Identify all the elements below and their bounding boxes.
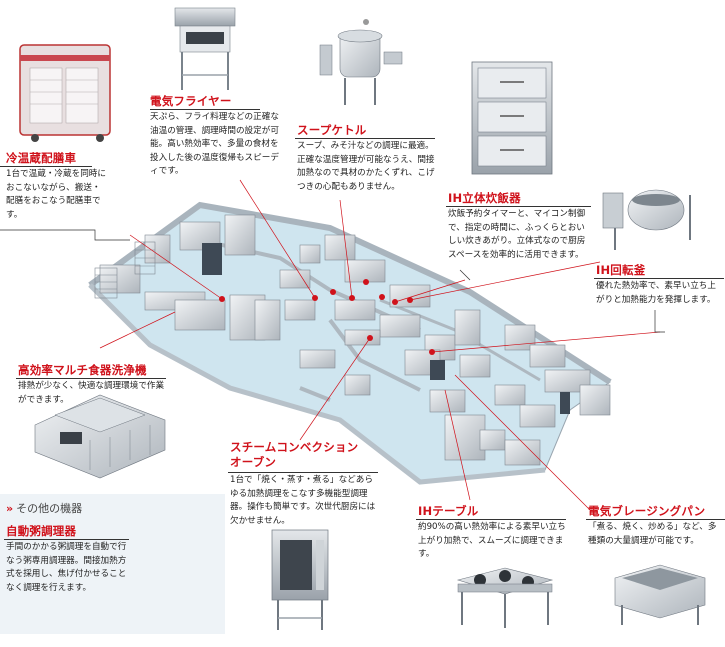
- dishwasher-underline: [16, 378, 166, 379]
- braising-pan-underline: [586, 519, 725, 520]
- fryer-title: 電気フライヤー: [150, 94, 232, 108]
- soup-kettle-desc: スープ、みそ汁などの調理に最適。正確な温度管理が可能なうえ、間接加熱なので具材の…: [297, 141, 435, 192]
- fryer-photo: [174, 7, 236, 90]
- dishwasher-title: 高効率マルチ食器洗浄機: [18, 363, 147, 377]
- rice-cooker-title: IH立体炊飯器: [448, 191, 521, 205]
- rotary-kettle-photo: [602, 189, 691, 250]
- arrow-right-icon: »: [6, 502, 14, 515]
- ih-table-desc: 約90%の高い熱効率による素早い立ち上がり加熱で、スムーズに調理できます。: [418, 522, 566, 559]
- warming-cart-desc: 1台で温蔵・冷蔵を同時におこないながら、搬送・配膳をおこなう配膳車です。: [6, 169, 106, 220]
- warming-cart-photo: [19, 44, 111, 142]
- porridge-cooker-underline: [4, 539, 129, 540]
- braising-pan-desc: 「煮る、焼く、炒める」など、多種類の大量調理が可能です。: [588, 522, 717, 546]
- combi-oven-underline: [228, 472, 378, 473]
- soup-kettle-photo: [319, 19, 403, 105]
- porridge-cooker-title: 自動粥調理器: [6, 524, 77, 538]
- other-equipment-heading: »その他の機器: [6, 500, 82, 516]
- rotary-kettle-underline: [594, 278, 724, 279]
- rice-cooker-photo: [471, 61, 553, 175]
- rice-cooker-desc: 炊飯予約タイマーと、マイコン制御で、指定の時間に、ふっくらとおいしい炊きあがり。…: [448, 209, 586, 260]
- dishwasher-desc: 排熱が少なく、快適な調理環境で作業ができます。: [18, 381, 165, 405]
- porridge-cooker-desc: 手間のかかる粥調理を自動で行なう粥専用調理器。間接加熱方式を採用し、焦げ付かせる…: [6, 542, 127, 593]
- dishwasher-photo: [34, 394, 166, 479]
- fryer-desc: 天ぷら、フライ料理などの正確な油温の管理、調理時間の設定が可能。高い熱効率で、多…: [150, 112, 279, 176]
- soup-kettle-underline: [295, 138, 435, 139]
- braising-pan-photo: [614, 564, 706, 625]
- combi-oven-title: スチームコンベクションオーブン: [230, 440, 359, 469]
- other-equipment-panel: [0, 494, 225, 634]
- warming-cart-underline: [0, 166, 92, 167]
- braising-pan-title: 電気ブレージングパン: [588, 504, 706, 518]
- ih-table-photo: [456, 567, 554, 628]
- ih-table-underline: [416, 519, 566, 520]
- other-heading-text: その他の機器: [16, 502, 83, 515]
- rotary-kettle-title: IH回転釜: [596, 263, 646, 277]
- rice-cooker-underline: [446, 206, 591, 207]
- combi-oven-desc: 1台で「焼く・蒸す・煮る」などあらゆる加熱調理をこなす多機能型調理器。操作も簡単…: [230, 475, 376, 526]
- soup-kettle-title: スープケトル: [297, 123, 367, 137]
- floor-plan: [88, 201, 612, 485]
- fryer-underline: [150, 109, 260, 110]
- warming-cart-title: 冷温蔵配膳車: [6, 151, 77, 165]
- leader-lines: [99, 179, 661, 511]
- rotary-kettle-desc: 優れた熱効率で、素早い立ち上がりと加熱能力を発揮します。: [596, 281, 716, 305]
- combi-oven-photo: [271, 529, 329, 630]
- ih-table-title: IHテーブル: [418, 504, 479, 518]
